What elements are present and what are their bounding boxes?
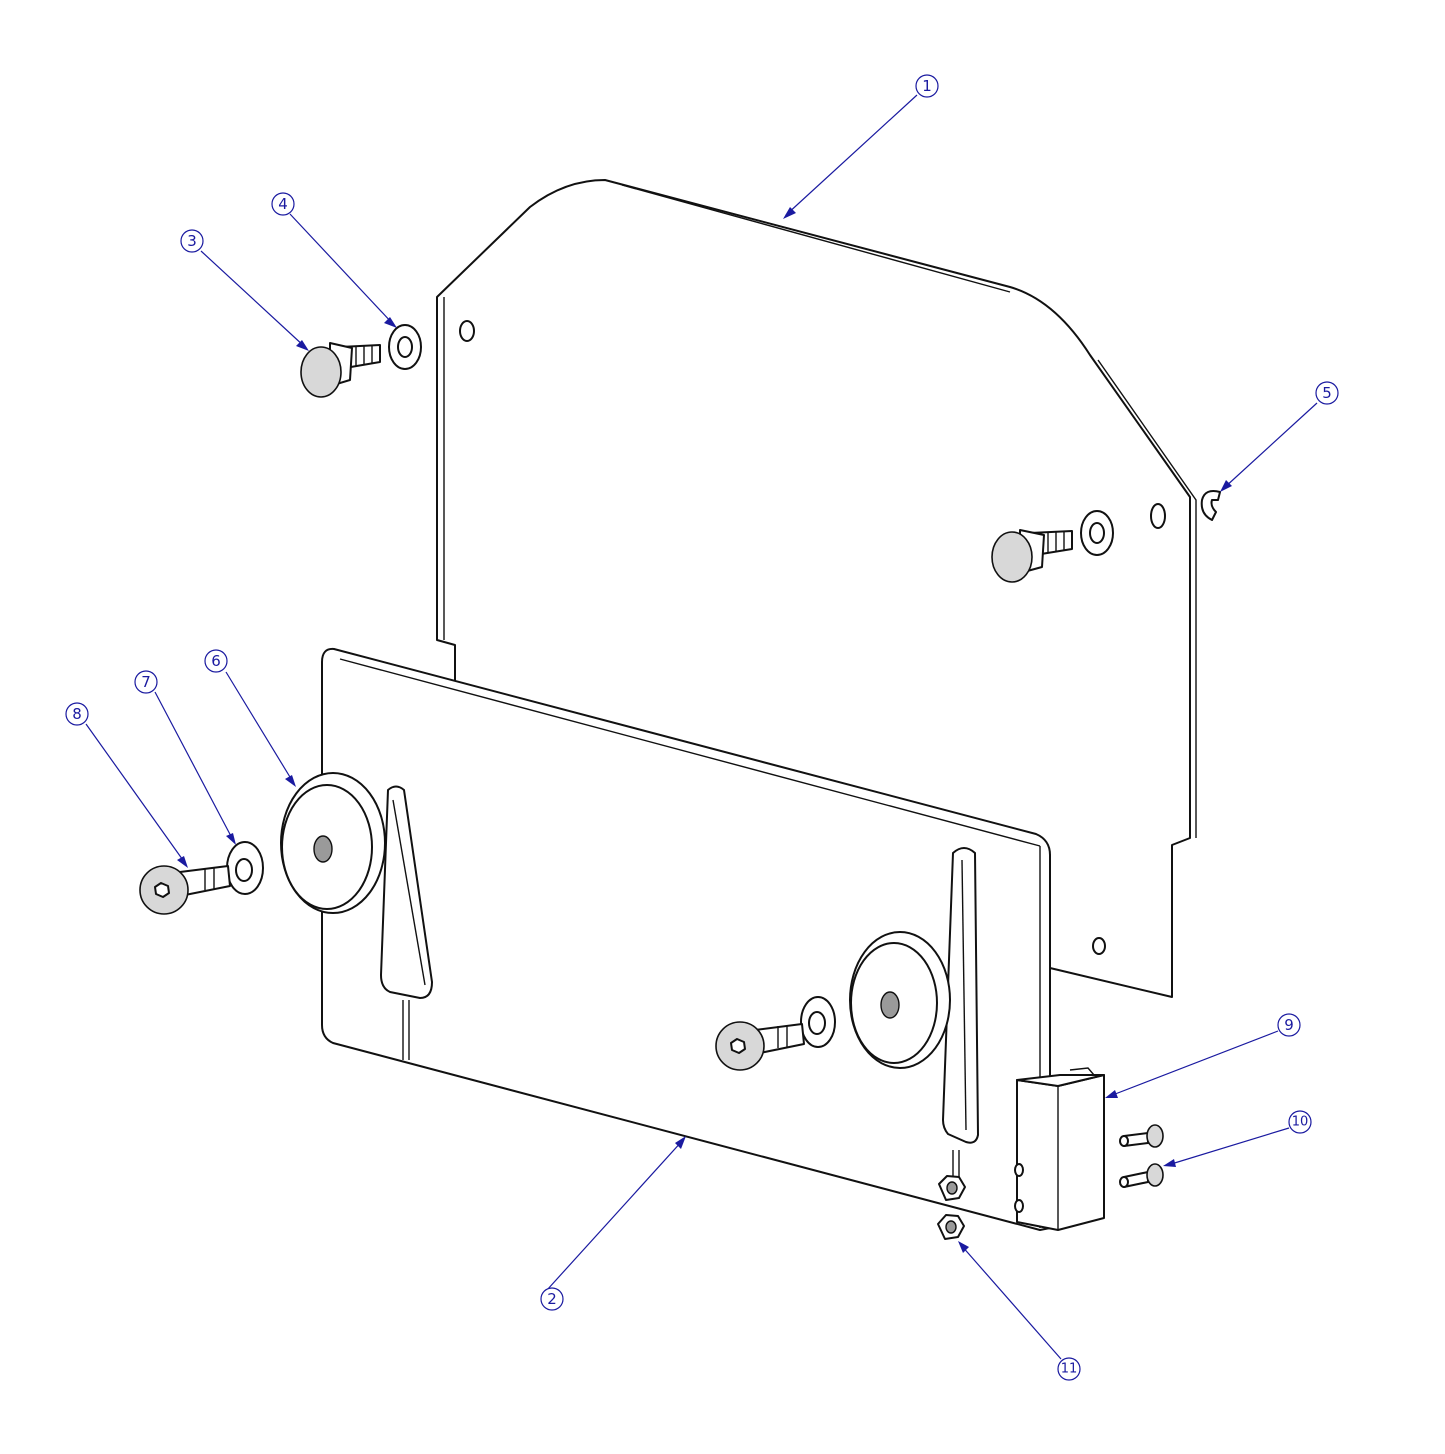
balloon-label: 8 [72,705,82,723]
balloon-2: 2 [540,1287,564,1311]
adjustment-slot [942,847,979,1144]
balloon-8: 8 [65,702,89,726]
balloon-10: 10 [1288,1110,1312,1134]
channel-bracket [1014,1067,1105,1231]
mounting-hole [459,320,475,342]
balloon-6: 6 [204,649,228,673]
balloon-label: 9 [1284,1016,1294,1034]
balloon-label: 1 [922,77,932,95]
roller-right [849,931,951,1069]
balloon-7: 7 [134,670,158,694]
screw-upper [1119,1124,1164,1148]
balloon-label: 3 [187,232,197,250]
hex-nut-lower [937,1214,965,1240]
balloon-11: 11 [1057,1357,1081,1381]
balloon-3: 3 [180,229,204,253]
leader-lines [85,94,1318,1360]
balloon-label: 11 [1061,1362,1078,1377]
washer-left [226,841,264,895]
washer-right [800,996,836,1048]
plunger-knob-upper [300,342,381,398]
balloon-label: 4 [278,195,288,213]
balloon-label: 2 [547,1290,557,1308]
washer-lower [1080,510,1114,556]
shoulder-bolt-right [715,1021,805,1071]
balloon-5: 5 [1315,381,1339,405]
balloon-9: 9 [1277,1013,1301,1037]
balloon-label: 6 [211,652,221,670]
plunger-knob-lower [991,529,1073,583]
roller-left [280,772,386,914]
shoulder-bolt-left [139,865,231,915]
adjustment-slot [380,785,433,999]
balloon-label: 10 [1292,1115,1309,1130]
washer-upper [388,324,422,370]
back-plate [436,179,1197,998]
screw-lower [1119,1163,1164,1188]
balloon-label: 7 [141,673,151,691]
front-plate [321,647,1051,1231]
mounting-hole [1150,503,1166,529]
balloon-1: 1 [915,74,939,98]
e-clip [1200,490,1221,521]
mounting-hole [1092,937,1106,955]
balloon-4: 4 [271,192,295,216]
balloon-label: 5 [1322,384,1332,402]
hex-nut-upper [938,1175,966,1201]
